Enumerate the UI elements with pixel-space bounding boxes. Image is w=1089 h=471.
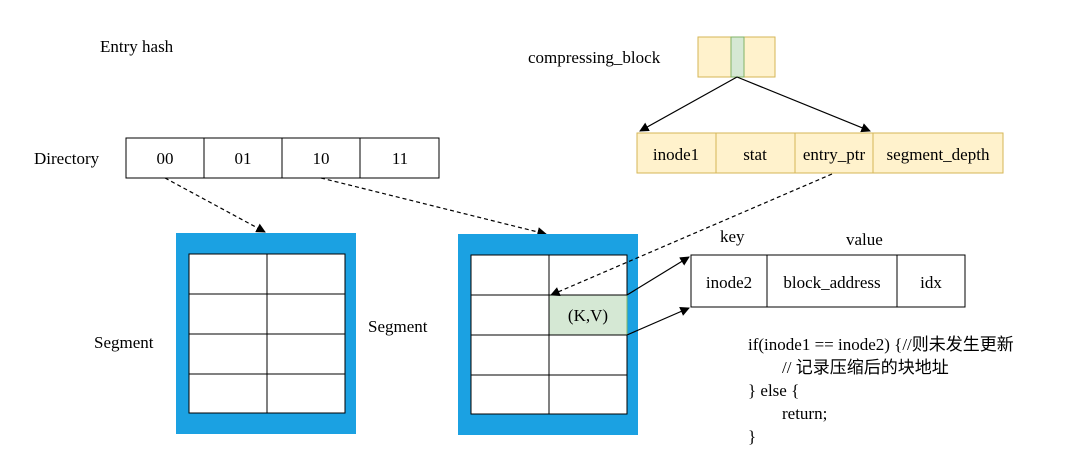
code-line: return; bbox=[748, 404, 828, 423]
code-line: // 记录压缩后的块地址 bbox=[748, 358, 949, 377]
entry-ptr-arrow bbox=[550, 173, 833, 296]
kv-field-inode2: inode2 bbox=[706, 273, 752, 292]
segment-2-label: Segment bbox=[368, 317, 428, 336]
segment-1 bbox=[176, 233, 356, 434]
directory-table: 00 01 10 11 bbox=[125, 137, 440, 179]
field-inode1: inode1 bbox=[653, 145, 699, 164]
code-line: if(inode1 == inode2) {//则未发生更新 bbox=[748, 335, 1014, 354]
field-segment-depth: segment_depth bbox=[887, 145, 990, 164]
arrow-cb-right bbox=[736, 76, 871, 133]
dir-arrow-10 bbox=[320, 177, 547, 237]
directory-label: Directory bbox=[34, 149, 100, 168]
directory-cell-00: 00 bbox=[157, 149, 174, 168]
directory-cell-10: 10 bbox=[313, 149, 330, 168]
key-label: key bbox=[720, 227, 745, 246]
field-entry-ptr: entry_ptr bbox=[803, 145, 866, 164]
dir-arrow-00 bbox=[164, 177, 266, 233]
kv-arrow-value bbox=[626, 307, 690, 336]
segment-1-label: Segment bbox=[94, 333, 154, 352]
value-label: value bbox=[846, 230, 883, 249]
segment-2: (K,V) bbox=[458, 234, 638, 435]
code-line: } bbox=[748, 427, 757, 446]
kv-arrow-key bbox=[626, 256, 690, 296]
kv-field-block-address: block_address bbox=[783, 273, 880, 292]
code-line: } else { bbox=[748, 381, 800, 400]
directory-cell-11: 11 bbox=[392, 149, 408, 168]
compressing-block-slot bbox=[730, 36, 745, 78]
compressing-block-label: compressing_block bbox=[528, 48, 661, 67]
compressing-block-record: inode1 stat entry_ptr segment_depth bbox=[636, 132, 1004, 174]
diagram-title: Entry hash bbox=[100, 37, 174, 56]
arrow-cb-left bbox=[639, 76, 738, 132]
field-stat: stat bbox=[743, 145, 767, 164]
code-snippet: if(inode1 == inode2) {//则未发生更新 // 记录压缩后的… bbox=[748, 333, 1014, 448]
kv-field-idx: idx bbox=[920, 273, 942, 292]
compressing-block-strip bbox=[697, 36, 776, 78]
kv-record: inode2 block_address idx bbox=[690, 254, 966, 308]
kv-entry-label: (K,V) bbox=[568, 306, 608, 325]
directory-cell-01: 01 bbox=[235, 149, 252, 168]
